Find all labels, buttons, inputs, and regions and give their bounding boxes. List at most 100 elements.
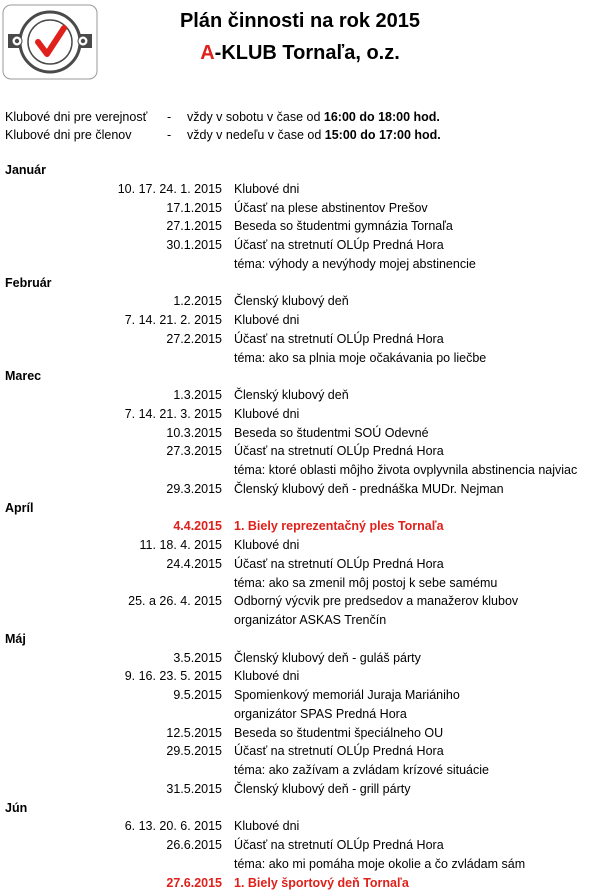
event-date: 11. 18. 4. 2015: [139, 538, 222, 552]
event-row: 7. 14. 21. 2. 2015 Klubové dni: [0, 313, 600, 331]
event-text: téma: ako sa zmenil môj postoj k sebe sa…: [234, 575, 498, 590]
intro-text: vždy v nedeľu v čase od: [187, 128, 325, 142]
event-text: Členský klubový deň - guláš párty: [234, 650, 421, 665]
event-text: Beseda so študentmi špeciálneho OU: [234, 725, 444, 740]
event-row: 7. 14. 21. 3. 2015 Klubové dni: [0, 407, 600, 425]
event-text: Klubové dni: [234, 406, 300, 421]
event-row: 10.3.2015 Beseda so študentmi SOÚ Odevné: [0, 426, 600, 444]
intro-dash: -: [167, 128, 172, 142]
event-detail-row: téma: ktoré oblasti môjho života ovplyvn…: [0, 463, 600, 481]
event-row: 31.5.2015 Členský klubový deň - grill pár…: [0, 782, 600, 800]
event-text: téma: ktoré oblasti môjho života ovplyvn…: [234, 463, 578, 477]
event-detail-row: téma: výhody a nevýhody mojej abstinenci…: [0, 257, 600, 275]
event-date: 17.1.2015: [166, 200, 222, 215]
intro-dash: -: [167, 110, 172, 124]
event-text: 1. Biely športový deň Tornaľa: [234, 875, 409, 890]
organization-name: A-KLUB Tornaľa, o.z.: [110, 42, 490, 65]
event-text: téma: ako mi pomáha moje okolie a čo zvl…: [234, 856, 526, 871]
event-date: 4.4.2015: [173, 519, 222, 534]
event-row: 30.1.2015 Účasť na stretnutí OLÚp Predná …: [0, 238, 600, 256]
event-row: 26.6.2015 Účasť na stretnutí OLÚp Predná …: [0, 838, 600, 856]
event-text: Účasť na plese abstinentov Prešov: [234, 200, 428, 215]
event-text: Účasť na stretnutí OLÚp Predná Hora: [234, 238, 444, 252]
event-date: 29.5.2015: [166, 744, 222, 759]
event-row: 9. 16. 23. 5. 2015 Klubové dni: [0, 669, 600, 687]
event-date: 7. 14. 21. 3. 2015: [124, 406, 222, 421]
event-text: organizátor SPAS Predná Hora: [234, 706, 407, 721]
intro-text: vždy v sobotu v čase od: [187, 110, 324, 124]
month-heading: Január: [5, 163, 46, 177]
month-heading: Február: [5, 275, 52, 290]
event-date: 7. 14. 21. 2. 2015: [124, 313, 222, 327]
event-date: 30.1.2015: [166, 238, 222, 252]
event-text: Členský klubový deň: [234, 388, 349, 402]
event-detail-row: téma: ako sa plnia moje očakávania po li…: [0, 351, 600, 369]
event-row: 3.5.2015 Členský klubový deň - guláš párt…: [0, 651, 600, 669]
event-date: 24.4.2015: [166, 556, 222, 571]
event-date: 27.2.2015: [166, 331, 222, 346]
event-row: 29.5.2015 Účasť na stretnutí OLÚp Predná …: [0, 744, 600, 762]
event-text: Klubové dni: [234, 181, 300, 196]
event-text: Klubové dni: [234, 669, 300, 684]
event-text: Členský klubový deň - grill párty: [234, 781, 411, 796]
club-logo-icon: [2, 4, 98, 80]
event-row: 29.3.2015 Členský klubový deň - prednáška…: [0, 482, 600, 500]
event-text: Členský klubový deň: [234, 294, 349, 309]
event-detail-row: téma: ako sa zmenil môj postoj k sebe sa…: [0, 576, 600, 594]
event-date: 6. 13. 20. 6. 2015: [124, 819, 222, 834]
intro-line: Klubové dni pre verejnosť - vždy v sobotu …: [5, 110, 440, 124]
event-text: Beseda so študentmi SOÚ Odevné: [234, 425, 429, 440]
intro-label: Klubové dni pre verejnosť: [5, 110, 148, 124]
event-date: 25. a 26. 4. 2015: [128, 594, 222, 609]
intro-label: Klubové dni pre členov: [5, 128, 132, 142]
intro-time: 16:00 do 18:00 hod.: [323, 110, 440, 124]
event-date: 12.5.2015: [166, 725, 222, 740]
event-text: Klubové dni: [234, 819, 300, 834]
month-heading: Marec: [5, 369, 42, 384]
event-text: téma: ako zažívam a zvládam krízové situ…: [234, 763, 489, 777]
event-date: 1.2.2015: [173, 294, 222, 309]
event-text: téma: výhody a nevýhody mojej abstinenci…: [234, 256, 476, 271]
event-row: 27.3.2015 Účasť na stretnutí OLÚp Predná …: [0, 444, 600, 462]
event-text: téma: ako sa plnia moje očakávania po li…: [234, 350, 487, 365]
event-row: 17.1.2015 Účasť na plese abstinentov Preš…: [0, 201, 600, 219]
event-date: 27.1.2015: [166, 219, 222, 234]
event-row: 11. 18. 4. 2015 Klubové dni: [0, 538, 600, 556]
event-text: Účasť na stretnutí OLÚp Predná Hora: [234, 444, 444, 459]
event-row: 1.2.2015 Členský klubový deň: [0, 294, 600, 312]
event-date: 31.5.2015: [166, 781, 222, 796]
event-text: Účasť na stretnutí OLÚp Predná Hora: [234, 744, 444, 759]
event-date: 3.5.2015: [173, 650, 222, 665]
event-detail-row: téma: ako zažívam a zvládam krízové situ…: [0, 763, 600, 781]
club-logo: [2, 4, 98, 80]
event-detail-row: organizátor ASKAS Trenčín: [0, 613, 600, 631]
event-date: 10.3.2015: [166, 425, 222, 440]
event-text: organizátor ASKAS Trenčín: [234, 613, 387, 627]
event-text: Účasť na stretnutí OLÚp Predná Hora: [234, 838, 444, 852]
event-date: 1.3.2015: [173, 388, 222, 402]
event-date: 9. 16. 23. 5. 2015: [124, 669, 222, 684]
event-row: 12.5.2015 Beseda so študentmi špeciálneho…: [0, 726, 600, 744]
event-text: 1. Biely reprezentačný ples Tornaľa: [234, 519, 444, 534]
event-row: 4.4.2015 1. Biely reprezentačný ples Torn…: [0, 519, 600, 537]
event-date: 26.6.2015: [166, 838, 222, 852]
event-row: 10. 17. 24. 1. 2015 Klubové dni: [0, 182, 600, 200]
event-text: Členský klubový deň - prednáška MUDr. Ne…: [234, 481, 504, 496]
event-detail-row: téma: ako mi pomáha moje okolie a čo zvl…: [0, 857, 600, 875]
event-text: Klubové dni: [234, 313, 300, 327]
month-heading: Apríl: [5, 500, 34, 515]
event-date: 29.3.2015: [166, 481, 222, 496]
event-date: 27.3.2015: [166, 444, 222, 459]
intro-line: Klubové dni pre členov - vždy v nedeľu v č…: [5, 128, 441, 142]
organization-rest: -KLUB Tornaľa, o.z.: [214, 42, 400, 64]
page-title: Plán činnosti na rok 2015: [179, 10, 421, 32]
intro-time: 15:00 do 17:00 hod.: [324, 128, 441, 142]
event-date: 10. 17. 24. 1. 2015: [117, 181, 222, 196]
month-heading: Jún: [5, 800, 28, 815]
event-text: Klubové dni: [234, 538, 300, 552]
event-text: Účasť na stretnutí OLÚp Predná Hora: [234, 556, 444, 571]
